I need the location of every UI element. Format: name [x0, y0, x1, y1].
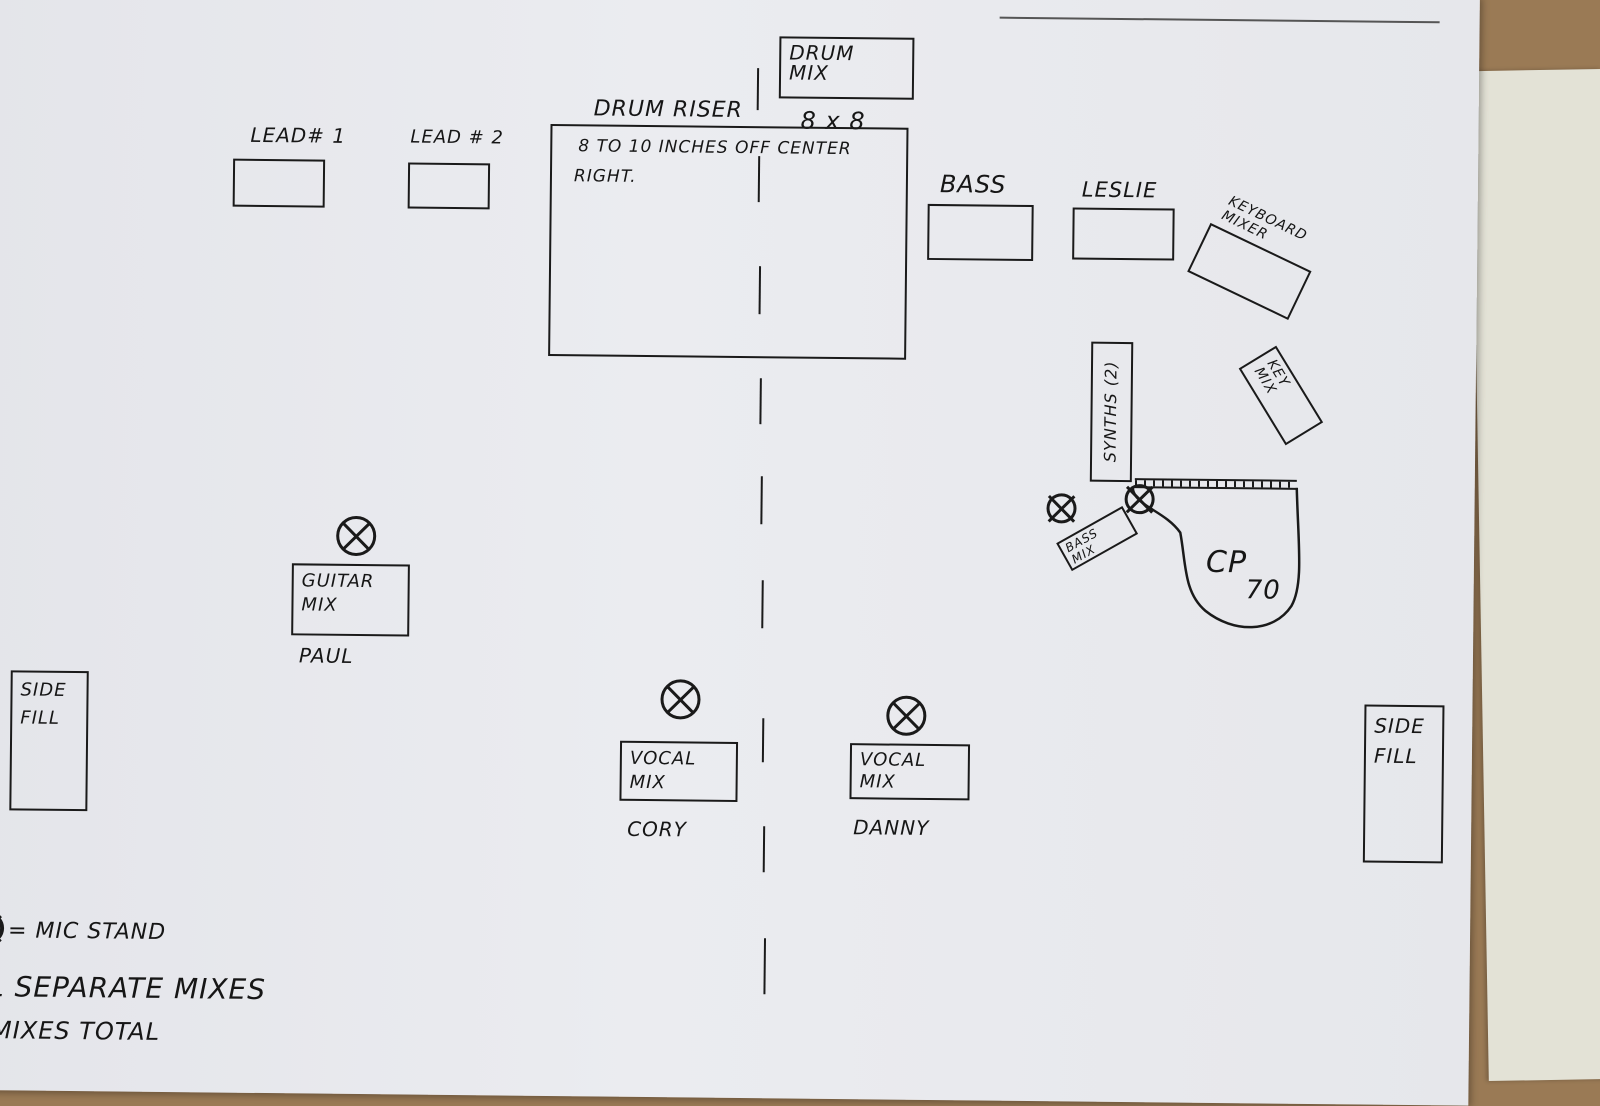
cp70-label-line1: CP — [1205, 544, 1248, 581]
legend-mic-stand-text: = MIC STAND — [7, 918, 167, 946]
paper-edge-line — [999, 16, 1440, 24]
vocal-mix-cory-name: CORY — [627, 816, 688, 842]
center-line-dash — [759, 378, 762, 425]
center-line-dash — [756, 68, 760, 111]
bass-amp-box — [927, 203, 1034, 262]
side-fill-right-label: SIDE FILL — [1373, 713, 1426, 769]
center-line-dash — [762, 826, 766, 873]
vocal-mix-danny-box: VOCAL MIX — [849, 743, 971, 801]
leslie-box — [1072, 207, 1175, 261]
lead1-amp-box — [232, 158, 326, 208]
side-fill-right-box: SIDE FILL — [1362, 704, 1445, 864]
guitar-mix-label: GUITAR MIX — [301, 570, 375, 616]
stage-plot-sheet: DRUM MIX DRUM RISER 8 x 8 8 TO 10 INCHES… — [0, 0, 1480, 1106]
drum-mix-label: DRUM MIX — [788, 40, 855, 85]
drum-riser-title: DRUM RISER — [593, 96, 744, 123]
drum-mix-box: DRUM MIX — [778, 36, 915, 100]
mic-stand-icon — [335, 515, 377, 557]
key-mix-box: KEY MIX — [1238, 345, 1324, 446]
key-mix-label: KEY MIX — [1250, 356, 1293, 398]
mic-stand-icon — [660, 679, 701, 720]
guitar-mix-name: PAUL — [298, 643, 354, 668]
drum-riser-note-line2: RIGHT. — [573, 166, 637, 187]
lead2-label: LEAD # 2 — [410, 126, 505, 149]
center-line-dash — [763, 938, 767, 995]
cp70-label-line2: 70 — [1245, 575, 1281, 606]
bass-mix-label: BASS MIX — [1062, 525, 1101, 567]
side-fill-left-label: SIDE FILL — [20, 679, 67, 729]
vocal-mix-cory-label: VOCAL MIX — [629, 747, 697, 794]
vocal-mix-danny-name: DANNY — [853, 815, 930, 840]
bass-label: BASS — [939, 170, 1007, 199]
second-sheet — [1471, 68, 1600, 1082]
center-line-dash — [761, 718, 765, 763]
legend-line2: LL SEPARATE MIXES — [0, 969, 267, 1007]
vocal-mix-danny-label: VOCAL MIX — [859, 749, 927, 793]
drum-riser-note-line1: 8 TO 10 INCHES OFF CENTER — [578, 136, 852, 160]
center-line-dash — [761, 580, 764, 629]
legend-mic-stand-icon — [0, 911, 5, 945]
leslie-label: LESLIE — [1081, 177, 1158, 203]
cp70-outline — [1131, 487, 1301, 629]
center-line-dash — [760, 476, 763, 525]
synths-label: SYNTHS (2) — [1100, 360, 1121, 463]
synths-box: SYNTHS (2) — [1089, 341, 1134, 483]
lead1-label: LEAD# 1 — [250, 122, 347, 148]
lead2-amp-box — [407, 162, 491, 210]
mic-stand-icon — [886, 695, 927, 736]
drum-riser-box: 8 TO 10 INCHES OFF CENTER RIGHT. — [548, 123, 909, 360]
mic-stand-icon — [1046, 493, 1077, 524]
mic-stand-icon — [1124, 484, 1155, 515]
legend-line3: MIXES TOTAL — [0, 1016, 161, 1046]
vocal-mix-cory-box: VOCAL MIX — [619, 740, 739, 802]
guitar-mix-box: GUITAR MIX — [291, 563, 410, 637]
side-fill-left-box: SIDE FILL — [9, 670, 89, 812]
